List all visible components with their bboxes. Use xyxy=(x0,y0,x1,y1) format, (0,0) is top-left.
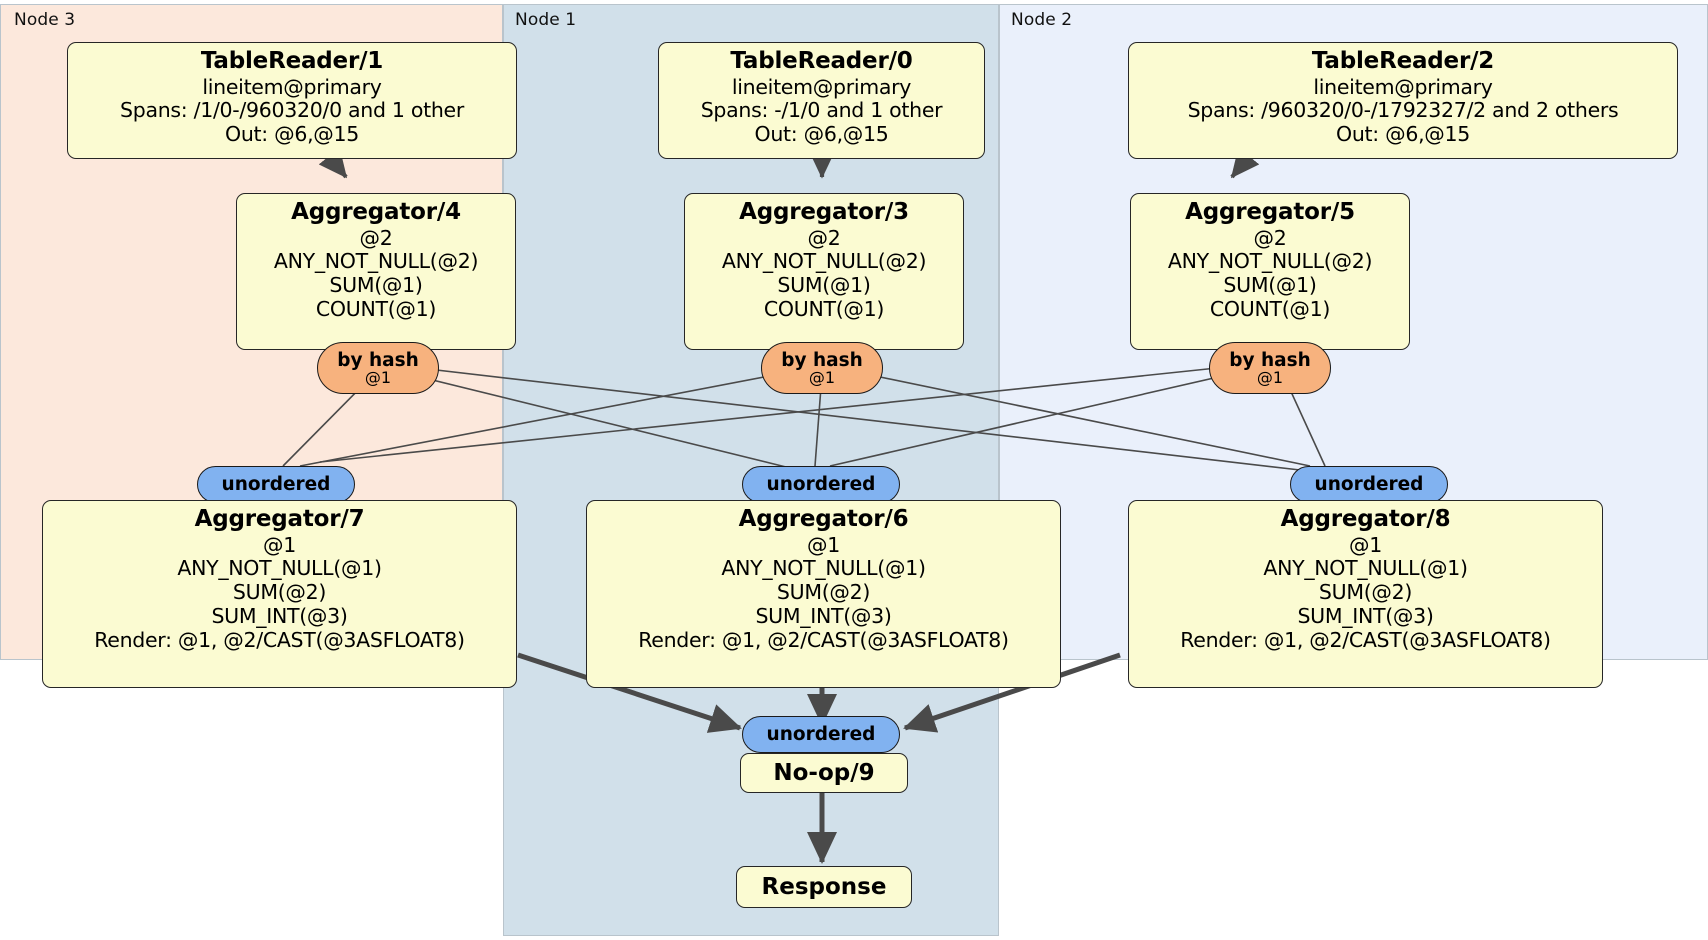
node-title: Response xyxy=(761,874,887,900)
node-no-op-9[interactable]: No-op/9 xyxy=(740,753,908,793)
node-line: COUNT(@1) xyxy=(763,296,885,321)
collector-label: unordered xyxy=(1314,473,1424,495)
node-line: ANY_NOT_NULL(@1) xyxy=(1263,556,1468,581)
node-title: TableReader/0 xyxy=(730,48,913,74)
router-key: @1 xyxy=(808,367,836,387)
node-line: @2 xyxy=(1253,225,1287,250)
collector-unordered-node-1[interactable]: unordered xyxy=(742,466,900,503)
node-title: TableReader/1 xyxy=(200,48,384,74)
node-aggregator-6[interactable]: Aggregator/6 @1 ANY_NOT_NULL(@1) SUM(@2)… xyxy=(586,500,1061,688)
node-line: @2 xyxy=(807,225,841,250)
panel-label-node-2: Node 2 xyxy=(1011,10,1073,30)
node-line: SUM_INT(@3) xyxy=(211,603,348,628)
node-line: SUM_INT(@3) xyxy=(755,603,892,628)
node-line: ANY_NOT_NULL(@1) xyxy=(177,556,382,581)
node-line: SUM(@1) xyxy=(329,273,423,298)
node-table-reader-0[interactable]: TableReader/0 lineitem@primary Spans: -/… xyxy=(658,42,985,159)
node-line: ANY_NOT_NULL(@2) xyxy=(721,249,927,274)
router-label: by hash xyxy=(781,350,863,372)
node-line: SUM(@1) xyxy=(1223,273,1317,298)
node-title: Aggregator/3 xyxy=(739,199,909,225)
node-line: SUM(@2) xyxy=(776,580,871,605)
node-line: Render: @1, @2/CAST(@3ASFLOAT8) xyxy=(94,627,465,652)
node-line: COUNT(@1) xyxy=(1209,296,1331,321)
node-table-reader-1[interactable]: TableReader/1 lineitem@primary Spans: /1… xyxy=(67,42,517,159)
node-line: @1 xyxy=(263,532,296,557)
node-title: Aggregator/5 xyxy=(1185,199,1355,225)
node-title: Aggregator/7 xyxy=(194,506,365,532)
node-line: Render: @1, @2/CAST(@3ASFLOAT8) xyxy=(638,627,1009,652)
node-line: lineitem@primary xyxy=(1313,74,1493,99)
router-label: by hash xyxy=(337,350,419,372)
node-aggregator-5[interactable]: Aggregator/5 @2 ANY_NOT_NULL(@2) SUM(@1)… xyxy=(1130,193,1410,350)
node-line: ANY_NOT_NULL(@1) xyxy=(721,556,926,581)
node-title: No-op/9 xyxy=(773,760,875,786)
node-line: Spans: /1/0-/960320/0 and 1 other xyxy=(120,98,464,123)
node-aggregator-8[interactable]: Aggregator/8 @1 ANY_NOT_NULL(@1) SUM(@2)… xyxy=(1128,500,1603,688)
node-line: Spans: -/1/0 and 1 other xyxy=(700,98,943,123)
node-title: Aggregator/6 xyxy=(738,506,909,532)
node-line: Out: @6,@15 xyxy=(1336,122,1470,147)
collector-unordered-final[interactable]: unordered xyxy=(742,716,900,753)
panel-label-node-1: Node 1 xyxy=(515,10,577,30)
node-title: Aggregator/4 xyxy=(291,199,461,225)
node-aggregator-7[interactable]: Aggregator/7 @1 ANY_NOT_NULL(@1) SUM(@2)… xyxy=(42,500,517,688)
node-line: SUM(@2) xyxy=(232,580,327,605)
node-line: @2 xyxy=(359,225,393,250)
router-label: by hash xyxy=(1229,350,1311,372)
router-by-hash-node-3[interactable]: by hash @1 xyxy=(317,342,439,394)
node-line: Render: @1, @2/CAST(@3ASFLOAT8) xyxy=(1180,627,1551,652)
collector-label: unordered xyxy=(766,473,876,495)
collector-unordered-node-2[interactable]: unordered xyxy=(1290,466,1448,503)
node-line: SUM_INT(@3) xyxy=(1297,603,1434,628)
node-line: SUM(@1) xyxy=(777,273,871,298)
node-line: lineitem@primary xyxy=(731,74,912,99)
node-table-reader-2[interactable]: TableReader/2 lineitem@primary Spans: /9… xyxy=(1128,42,1678,159)
collector-unordered-node-3[interactable]: unordered xyxy=(197,466,355,503)
router-by-hash-node-1[interactable]: by hash @1 xyxy=(761,342,883,394)
router-key: @1 xyxy=(1256,367,1284,387)
node-title: Aggregator/8 xyxy=(1280,506,1451,532)
panel-label-node-3: Node 3 xyxy=(14,10,76,30)
collector-label: unordered xyxy=(766,723,876,745)
node-line: Spans: /960320/0-/1792327/2 and 2 others xyxy=(1187,98,1619,123)
node-line: Out: @6,@15 xyxy=(754,122,889,147)
node-line: lineitem@primary xyxy=(202,74,382,99)
node-response[interactable]: Response xyxy=(736,866,912,908)
node-line: Out: @6,@15 xyxy=(225,122,359,147)
router-key: @1 xyxy=(364,367,392,387)
node-aggregator-3[interactable]: Aggregator/3 @2 ANY_NOT_NULL(@2) SUM(@1)… xyxy=(684,193,964,350)
collector-label: unordered xyxy=(221,473,331,495)
node-line: ANY_NOT_NULL(@2) xyxy=(1167,249,1373,274)
router-by-hash-node-2[interactable]: by hash @1 xyxy=(1209,342,1331,394)
node-aggregator-4[interactable]: Aggregator/4 @2 ANY_NOT_NULL(@2) SUM(@1)… xyxy=(236,193,516,350)
node-line: COUNT(@1) xyxy=(315,296,437,321)
node-line: SUM(@2) xyxy=(1318,580,1413,605)
node-line: @1 xyxy=(807,532,840,557)
node-line: @1 xyxy=(1349,532,1382,557)
node-title: TableReader/2 xyxy=(1311,48,1495,74)
node-line: ANY_NOT_NULL(@2) xyxy=(273,249,479,274)
